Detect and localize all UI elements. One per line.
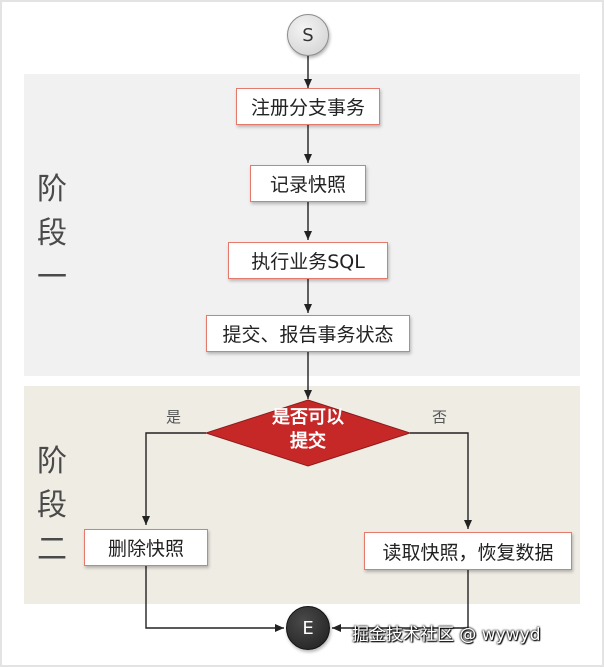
step-execute-sql: 执行业务SQL [228,242,388,279]
arrow-no-branch [410,432,472,529]
decision-diamond [204,399,412,467]
stage-two-label: 阶 段 二 [37,444,67,567]
stage-one-label: 阶 段 一 [37,172,67,295]
step-register-branch: 注册分支事务 [236,88,380,125]
arrow-yes-branch [142,432,206,525]
branch-yes-label: 是 [166,408,182,426]
end-node: E [286,606,330,650]
arrow-delete-to-end [145,566,284,632]
step-report-status: 提交、报告事务状态 [206,315,410,352]
arrow-restore-to-end [332,570,469,632]
action-restore-snapshot: 读取快照，恢复数据 [364,532,572,570]
branch-no-label: 否 [432,408,448,426]
action-delete-snapshot: 删除快照 [84,529,208,566]
decision-label: 是否可以 提交 [272,407,344,452]
start-node: S [287,14,329,56]
watermark: 掘金技术社区 @ wywyd [352,625,541,645]
step-record-snapshot: 记录快照 [250,165,366,202]
